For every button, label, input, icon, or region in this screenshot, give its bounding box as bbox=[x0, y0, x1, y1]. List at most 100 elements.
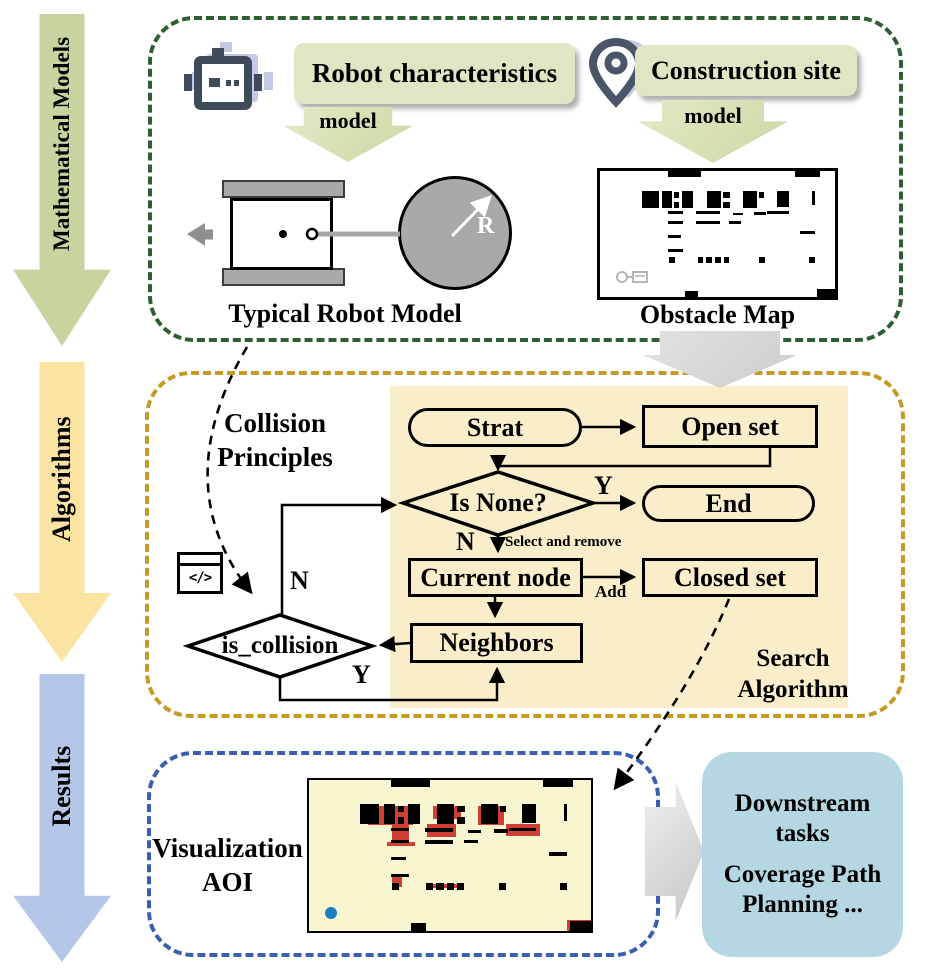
obstacle-block bbox=[464, 839, 479, 844]
obstacle-block bbox=[559, 883, 568, 891]
robot-radius-circle bbox=[398, 176, 512, 290]
edge-label-yes-1: Y bbox=[594, 471, 613, 500]
obstacle-block bbox=[669, 257, 676, 263]
obstacle-block bbox=[383, 804, 395, 824]
search-title-line2: Algorithm bbox=[737, 676, 849, 704]
viz-title-line1: Visualization bbox=[152, 833, 303, 863]
obstacle-block bbox=[753, 211, 766, 215]
obstacle-block bbox=[684, 290, 698, 297]
obstacle-block bbox=[674, 201, 680, 208]
obstacle-block bbox=[662, 191, 672, 208]
obstacle-block bbox=[390, 873, 410, 878]
obstacle-block bbox=[397, 805, 405, 813]
obstacle-block bbox=[569, 921, 591, 931]
flow-node-end: End bbox=[642, 485, 815, 522]
obstacle-block bbox=[723, 201, 730, 208]
obstacle-block bbox=[706, 191, 722, 208]
obstacle-block bbox=[668, 210, 684, 214]
obstacle-block bbox=[723, 257, 730, 263]
construction-site-box: Construction site bbox=[635, 45, 857, 96]
obstacle-block bbox=[390, 780, 431, 787]
obstacle-block bbox=[424, 828, 453, 832]
models-section-border bbox=[148, 16, 903, 342]
edge-label-add: Add bbox=[595, 582, 627, 601]
aoi-map bbox=[307, 778, 593, 933]
edge-label-no-2: N bbox=[290, 566, 309, 595]
obstacle-block bbox=[795, 171, 820, 177]
obstacle-block bbox=[817, 288, 835, 297]
rail-arrow-algorithms: Algorithms bbox=[13, 362, 111, 662]
obstacle-block bbox=[723, 192, 730, 199]
obstacle-block bbox=[674, 192, 680, 199]
visualization-aoi-title: Visualization AOI bbox=[150, 832, 305, 900]
obstacle-block bbox=[548, 852, 568, 856]
search-algorithm-title: Search Algorithm bbox=[728, 643, 858, 706]
collision-title-line2: Principles bbox=[217, 441, 333, 472]
obstacle-block bbox=[390, 857, 407, 861]
obstacle-block bbox=[682, 191, 693, 208]
rail-arrow-results: Results bbox=[13, 674, 111, 962]
obstacle-block bbox=[812, 191, 816, 206]
search-title-line1: Search bbox=[756, 645, 830, 672]
edge-label-no-1: N bbox=[456, 527, 475, 556]
obstacle-block bbox=[392, 883, 400, 891]
obstacle-block bbox=[500, 805, 507, 813]
obstacle-map-caption: Obstacle Map bbox=[639, 300, 796, 329]
obstacle-block bbox=[446, 883, 454, 891]
radius-label: R bbox=[477, 213, 495, 239]
robot-body bbox=[230, 198, 333, 270]
obstacle-block bbox=[766, 210, 790, 214]
obstacle-block bbox=[457, 816, 465, 824]
obstacle-block bbox=[668, 220, 684, 224]
flow-node-closed-set: Closed set bbox=[642, 558, 818, 597]
obstacle-block bbox=[457, 883, 465, 891]
robot-characteristics-box: Robot characteristics bbox=[294, 43, 575, 104]
aoi-obstacle-layer bbox=[309, 780, 591, 931]
downstream-line2: Coverage Path Planning ... bbox=[723, 860, 882, 919]
algorithms-section-border bbox=[145, 371, 905, 718]
inflation-zone bbox=[386, 841, 415, 847]
obstacle-block bbox=[729, 220, 741, 224]
robot-bottom-wheel bbox=[222, 268, 345, 286]
obstacle-block bbox=[410, 923, 427, 931]
model-arrow-label: model bbox=[319, 108, 377, 133]
obstacle-block bbox=[437, 804, 455, 824]
obstacle-block bbox=[426, 883, 434, 891]
obstacle-block bbox=[424, 840, 453, 844]
rail-label: Mathematical Models bbox=[49, 36, 74, 251]
obstacle-block bbox=[359, 804, 380, 824]
rail-label: Algorithms bbox=[47, 416, 76, 542]
obstacle-block bbox=[668, 249, 684, 252]
downstream-line1: Downstream tasks bbox=[734, 789, 871, 848]
flow-node-open-set: Open set bbox=[642, 405, 818, 448]
obstacle-block bbox=[696, 221, 720, 225]
robot-start-dot bbox=[324, 906, 337, 919]
robot-icon bbox=[184, 42, 273, 110]
model-arrow-label: model bbox=[684, 103, 742, 128]
obstacle-block bbox=[743, 191, 758, 208]
obstacle-block bbox=[777, 191, 790, 207]
obstacle-block bbox=[809, 257, 816, 263]
flow-node-is-none: Is None? bbox=[449, 488, 547, 517]
obstacle-block bbox=[668, 235, 682, 239]
flow-node-start: Strat bbox=[408, 408, 582, 447]
obstacle-block bbox=[499, 883, 507, 891]
obstacle-block bbox=[481, 804, 498, 824]
robot-model-caption: Typical Robot Model bbox=[228, 299, 462, 328]
obstacle-block bbox=[407, 804, 421, 824]
obstacle-block bbox=[493, 829, 508, 833]
obstacle-block bbox=[543, 780, 573, 787]
flow-node-current-node: Current node bbox=[408, 558, 583, 597]
obstacle-block bbox=[563, 804, 568, 821]
obstacle-block bbox=[759, 192, 765, 199]
collision-principles-title: Collision Principles bbox=[195, 407, 355, 475]
rail-arrow-mathematical-models: Mathematical Models bbox=[13, 14, 111, 346]
obstacle-block bbox=[390, 827, 410, 832]
inflation-zone bbox=[392, 822, 410, 844]
obstacle-block bbox=[436, 883, 444, 891]
obstacle-block bbox=[668, 171, 702, 177]
edge-label-yes-2: Y bbox=[352, 660, 371, 689]
flow-node-neighbors: Neighbors bbox=[410, 623, 583, 663]
obstacle-block bbox=[509, 827, 536, 832]
obstacle-block bbox=[521, 804, 536, 824]
